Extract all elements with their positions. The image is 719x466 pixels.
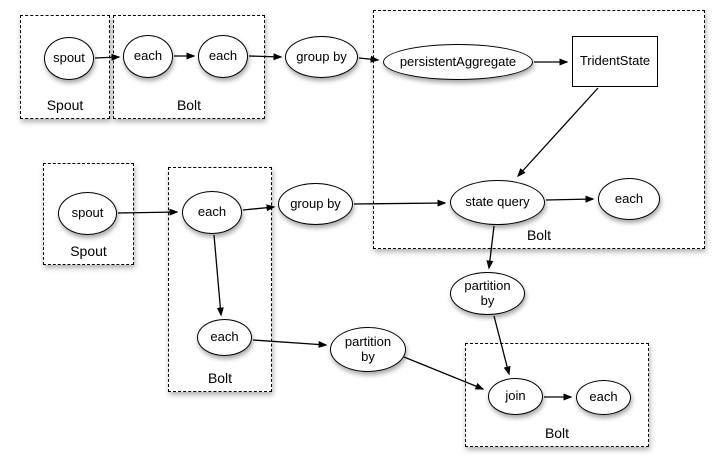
node-each-6: each: [576, 380, 631, 415]
node-join: join: [488, 378, 543, 415]
node-each-4: each: [182, 191, 242, 234]
node-group-by-2: group by: [278, 183, 353, 225]
node-spout-2: spout: [58, 192, 117, 235]
node-each-3: each: [598, 178, 660, 220]
bolt-group-label: Bolt: [526, 227, 552, 243]
node-partition-by-1-label: partition by: [464, 277, 511, 308]
bolt-group-label: Bolt: [544, 425, 570, 441]
node-trident-state: TridentState: [572, 36, 658, 87]
spout-group-label: Spout: [46, 97, 84, 113]
node-each-2: each: [198, 35, 248, 78]
node-state-query: state query: [450, 180, 545, 225]
node-partition-by-2: partition by: [330, 327, 406, 372]
node-spout-1: spout: [44, 37, 94, 80]
node-partition-by-2-label: partition by: [344, 333, 392, 364]
bolt-group-label: Bolt: [207, 370, 233, 386]
spout-group-box-1: Spout: [20, 15, 110, 119]
node-each-1: each: [123, 35, 173, 78]
node-group-by-1: group by: [285, 36, 358, 78]
spout-group-label: Spout: [70, 243, 107, 259]
bolt-group-label: Bolt: [176, 97, 202, 113]
node-partition-by-1: partition by: [450, 272, 525, 315]
node-persistent-aggregate: persistentAggregate: [383, 44, 533, 80]
node-each-5: each: [197, 319, 252, 356]
